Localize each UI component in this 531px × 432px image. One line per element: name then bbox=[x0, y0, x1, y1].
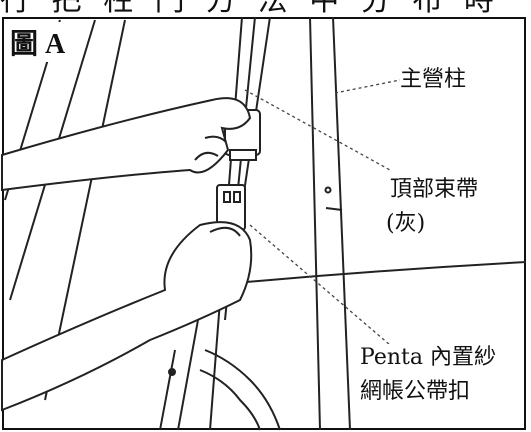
upper-hand-shape bbox=[1, 97, 252, 192]
label-top-strap: 頂部束帶 bbox=[390, 176, 479, 204]
main-pole-shape bbox=[309, 16, 351, 431]
leader-lines bbox=[244, 79, 401, 346]
hanging-mesh-shape bbox=[168, 349, 281, 431]
figure-frame bbox=[2, 17, 526, 430]
label-buckle: Penta 內置紗 bbox=[360, 344, 496, 372]
label-main-pole: 主營柱 bbox=[400, 66, 467, 94]
label-buckle-line2: 網帳公帶扣 bbox=[360, 378, 471, 406]
cropped-top-text: 行 把 柱 門 方 法 中 分 布 時 bbox=[0, 0, 531, 16]
label-top-strap-color: (灰) bbox=[386, 210, 426, 238]
figure-title: 圖 A bbox=[6, 22, 70, 62]
lower-hand-shape bbox=[1, 221, 253, 412]
